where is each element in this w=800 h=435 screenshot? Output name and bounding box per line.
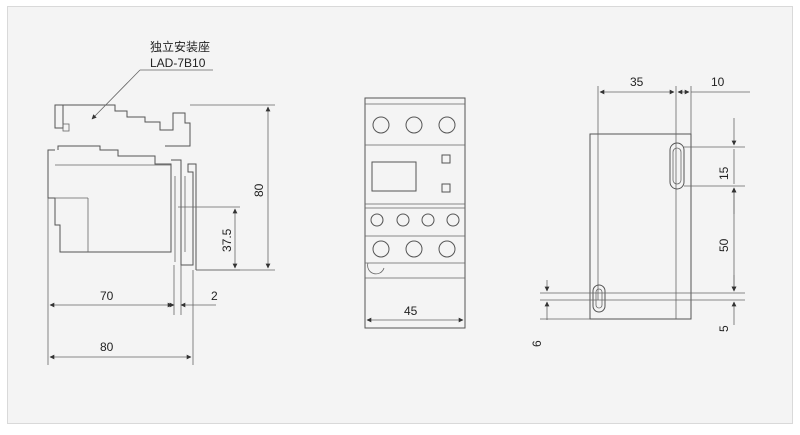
- aux-terminal-4: [446, 213, 460, 227]
- rail-dim-label: 37.5: [220, 228, 234, 252]
- dim-15-label: 15: [717, 166, 731, 180]
- dim-45-label: 45: [404, 304, 418, 318]
- dim-6-label: 6: [530, 340, 544, 347]
- display-window: [371, 161, 417, 192]
- dim-70-label: 70: [100, 289, 114, 303]
- indicator-square-2: [441, 183, 451, 193]
- dim-35-label: 35: [630, 75, 644, 89]
- mounting-seat-outline: [54, 104, 64, 129]
- aux-terminal-1: [370, 213, 384, 227]
- dim-10-label: 10: [711, 75, 725, 89]
- front-view-body: [364, 97, 466, 329]
- aux-terminal-2: [396, 213, 410, 227]
- top-slot: [669, 142, 685, 190]
- dim-50-label: 50: [717, 238, 731, 252]
- din-rail-profile: [171, 159, 197, 270]
- top-terminal-2: [405, 116, 423, 134]
- callout-line1: 独立安装座: [150, 39, 210, 54]
- front-view: 45: [364, 97, 466, 329]
- mounting-seat-slot: [62, 123, 70, 132]
- bottom-terminal-3: [438, 240, 456, 258]
- bottom-terminal-1: [372, 240, 390, 258]
- callout-line2: LAD-7B10: [150, 56, 206, 70]
- bracket-plate: [589, 133, 692, 320]
- bottom-slot-inner: [595, 288, 603, 309]
- side-view: 80 37.5 70 2 80 独立安装座 LAD-7B10: [47, 39, 275, 365]
- dim-80-label: 80: [100, 340, 114, 354]
- height-dim-label: 80: [252, 183, 266, 197]
- callout-leader: [91, 69, 141, 120]
- front-bottom-arc: [367, 262, 385, 275]
- top-terminal-1: [372, 116, 390, 134]
- side-view-body-outline: [47, 145, 172, 253]
- aux-terminal-3: [421, 213, 435, 227]
- indicator-square-1: [441, 154, 451, 164]
- bottom-terminal-2: [405, 240, 423, 258]
- dim-5-label: 5: [717, 325, 731, 332]
- side-view-top-profile: [55, 104, 191, 147]
- bottom-slot: [592, 284, 606, 313]
- top-terminal-3: [438, 116, 456, 134]
- bracket-view: 35 10 15 50 5 6: [530, 75, 750, 347]
- dim-2-label: 2: [211, 289, 218, 303]
- top-slot-inner: [672, 147, 682, 185]
